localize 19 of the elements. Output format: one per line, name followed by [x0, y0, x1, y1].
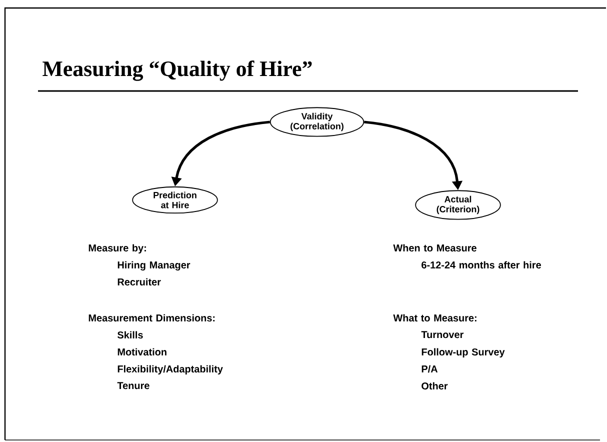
list-item: Flexibility/Adaptability — [118, 365, 223, 374]
list-heading: Measure by: — [88, 244, 146, 254]
list-item: Tenure — [117, 382, 150, 390]
list-item: Other — [422, 382, 448, 390]
list-item: Motivation — [118, 348, 166, 356]
ellipse-node: Prediction at Hire — [132, 186, 218, 214]
list-heading: What to Measure: — [393, 314, 476, 322]
list-heading: When to Measure — [393, 244, 476, 252]
list-item: Turnover — [421, 331, 464, 338]
list-item: Recruiter — [118, 278, 161, 286]
list-item: Skills — [118, 331, 143, 338]
title: Measuring “Quality of Hire” — [42, 60, 312, 81]
list-item: Follow-up Survey — [422, 348, 505, 358]
list-item: P/A — [422, 365, 438, 373]
ellipse-node: Validity (Correlation) — [270, 107, 364, 137]
list-item: 6-12-24 months after hire — [422, 261, 541, 268]
list-item: Hiring Manager — [118, 261, 190, 271]
ellipse-node: Actual (Criterion) — [415, 190, 501, 220]
list-heading: Measurement Dimensions: — [88, 314, 215, 322]
